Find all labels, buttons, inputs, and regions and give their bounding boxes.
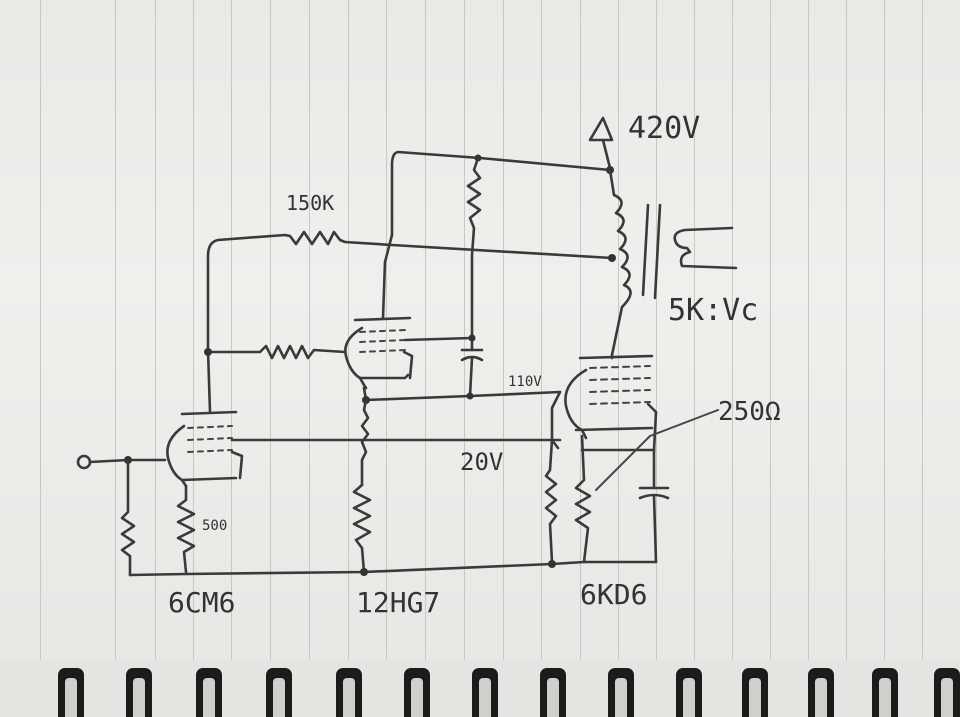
spiral-ring [404,668,430,717]
grid-resistor [204,344,347,360]
tube-6kd6-label: 6KD6 [580,578,647,611]
top-supply-wire [390,150,614,237]
cathode-resistor-12hg7 [352,483,372,574]
tube-6cm6-icon [166,410,562,488]
screen-capacitor-icon [460,333,484,398]
output-transformer-icon [608,168,738,357]
grid-leak-resistor [120,458,136,577]
tube-6kd6-icon [550,353,658,452]
tube-12hg7-icon [344,233,474,390]
feedback-resistor-150k [206,230,616,414]
voltage-20-label: 20V [460,448,503,476]
cathode-coupling-wire [360,386,562,487]
ground-rail [128,560,658,577]
voltage-110-label: 110V [508,374,542,390]
supply-arrow-icon [588,116,614,170]
screen-resistor [466,156,482,337]
cathode-resistor-500 [176,484,196,574]
tube-12hg7-label: 12HG7 [356,586,440,619]
spiral-ring [196,668,222,717]
spiral-ring [336,668,362,717]
supply-voltage-label: 420V [628,111,700,146]
spiral-ring [676,668,702,717]
resistor-500-label: 500 [202,518,227,534]
spiral-ring [872,668,898,717]
resistor-150k-label: 150K [286,191,334,215]
spiral-ring [266,668,292,717]
transformer-ratio-label: 5K:Vc [668,293,758,328]
spiral-ring [126,668,152,717]
spiral-ring [472,668,498,717]
tube-6cm6-label: 6CM6 [168,586,235,619]
resistor-250-label: 250Ω [718,397,781,427]
spiral-ring [608,668,634,717]
spiral-ring [808,668,834,717]
spiral-ring [742,668,768,717]
input-jack-icon[interactable] [76,454,167,470]
spiral-ring [934,668,960,717]
spiral-ring [58,668,84,717]
cathode-network-6kd6 [544,409,719,564]
spiral-ring [540,668,566,717]
